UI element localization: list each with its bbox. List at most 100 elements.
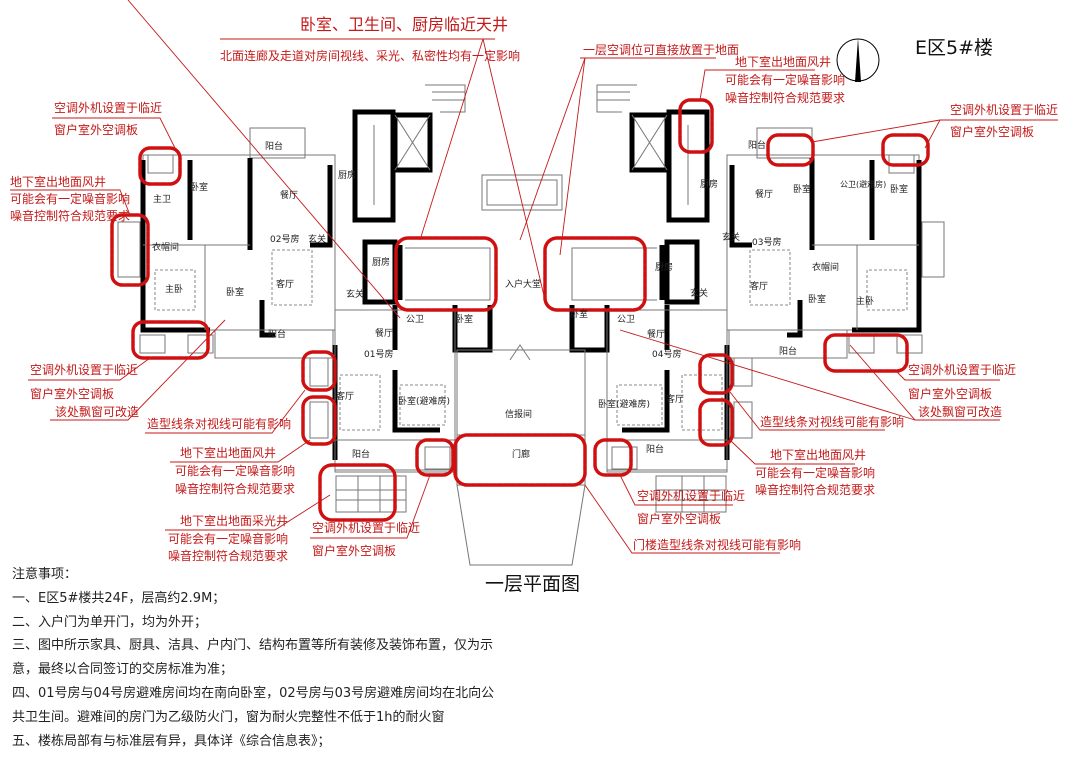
building-name: E区5#楼 [915, 37, 993, 59]
room-label: 阳台 [779, 345, 797, 357]
room-label: 餐厅 [375, 327, 393, 339]
leader-line [894, 369, 1000, 381]
revision-cloud [138, 146, 182, 186]
callout-left-wind-well: 地下室出地面风井 可能会有一定噪音影响 噪音控制符合规范要求 [10, 174, 130, 223]
callout-right-facade-line: 造型线条对视线可能有影响 [760, 414, 904, 429]
plan-title: 一层平面图 [485, 573, 580, 595]
room-label: 厨房 [655, 261, 673, 273]
callout-top-left-ac: 空调外机设置于临近 窗户室外空调板 [54, 101, 162, 137]
callout-text-line: 空调外机设置于临近 [312, 521, 420, 535]
callout-text-line: 可能会有一定噪音影响 [168, 531, 288, 546]
leader-line [28, 357, 151, 381]
room-label: 阳台 [268, 328, 286, 340]
callout-text-line: 窗户室外空调板 [54, 122, 138, 137]
leader-line [519, 57, 586, 241]
center-lobby [456, 174, 586, 566]
room-label: 主卧 [165, 283, 183, 295]
callout-top-right-ac: 空调外机设置于临近 窗户室外空调板 [950, 103, 1058, 139]
revision-cloud [678, 98, 714, 154]
leader-line [729, 439, 855, 465]
callout-center-right-ac: 空调外机设置于临近 窗户室外空调板 [637, 489, 745, 526]
callout-text-line: 五、楼栋局部有与标准层有异，具体详《综合信息表》； [12, 733, 331, 749]
elevator-shaft [392, 112, 433, 173]
leader-line [145, 389, 306, 434]
callout-text-line: 噪音控制符合规范要求 [755, 482, 875, 497]
room-label: 卧室 [190, 181, 208, 193]
leader-line [584, 484, 780, 554]
room-label: 阳台 [748, 139, 766, 151]
callout-text-line: 四、01号房与04号房避难房间均在南向卧室，02号房与03号房避难房间均在北向公 [12, 685, 494, 701]
room-label: 03号房 [752, 236, 781, 248]
plan-line [154, 269, 196, 311]
callout-light-well: 地下室出地面采光井 可能会有一定噪音影响 噪音控制符合规范要求 [168, 513, 288, 563]
revision-cloud [698, 353, 734, 395]
callout-text-line: 二、入户门为单开门，均为外开； [12, 614, 207, 630]
leader-line [310, 474, 431, 539]
plan-line [399, 384, 446, 426]
room-label: 信报间 [505, 408, 532, 420]
mailroom [456, 349, 586, 436]
room-label: 04号房 [652, 348, 681, 360]
leader-line [699, 69, 815, 101]
callout-right-lower-wind-well: 地下室出地面风井 可能会有一定噪音影响 噪音控制符合规范要求 [755, 447, 875, 497]
leader-line [170, 439, 311, 463]
callout-text-line: 地下室出地面风井 [735, 54, 831, 69]
room-label: 01号房 [364, 348, 393, 360]
callout-top-right-wind-well: 地下室出地面风井 可能会有一定噪音影响 噪音控制符合规范要求 [725, 54, 845, 105]
room-label: 卧室(避难房) [398, 395, 450, 407]
revision-cloud [301, 395, 337, 446]
bay-window-note: 该处飘窗可改造 [55, 405, 139, 419]
callout-text-line: 噪音控制符合规范要求 [168, 548, 288, 563]
revision-cloud [823, 333, 909, 373]
north-arrow-icon [836, 38, 880, 82]
ground-ac-note: 一层空调位可直接放置于地面 [583, 42, 739, 57]
notes-heading: 注意事项： [12, 566, 77, 582]
plan-line [481, 174, 563, 211]
room-label: 客厅 [336, 390, 354, 402]
revision-cloud [131, 320, 210, 360]
leader-line [619, 329, 916, 421]
room-label: 卧室 [890, 183, 908, 195]
plan-line [394, 114, 431, 171]
leader-line [52, 117, 176, 149]
main-issue-detail: 北面连廊及走道对房间视线、采光、私密性均有一定影响 [220, 48, 520, 63]
revision-cloud [453, 433, 587, 487]
callout-center-left-ac: 空调外机设置于临近 窗户室外空调板 [312, 521, 420, 558]
room-label: 厨房 [700, 178, 718, 190]
room-label: 02号房 [270, 233, 299, 245]
plan-line [339, 374, 381, 431]
callout-text-line: 窗户室外空调板 [637, 511, 721, 526]
revision-clouds [110, 98, 930, 522]
room-label: 阳台 [265, 140, 283, 152]
plan-line [509, 344, 531, 361]
plan-line [405, 247, 491, 301]
callout-text-line: 噪音控制符合规范要求 [725, 90, 845, 105]
room-label: 主卧 [856, 295, 874, 307]
room-label: 客厅 [666, 393, 684, 405]
leader-line [50, 319, 226, 421]
wall [392, 370, 440, 433]
callout-text-line: 意，最终以合同签订的交房标准为准； [12, 661, 233, 677]
plan-line [139, 334, 166, 354]
callout-text-line: 窗户室外空调板 [312, 543, 396, 558]
plan-line [147, 154, 174, 174]
notes-section: 注意事项： 一、E区5#楼共24F，层高约2.9M； 二、入户门为单开门，均为外… [12, 566, 494, 749]
room-label: 卧室 [793, 183, 811, 195]
plan-line [271, 249, 313, 306]
callout-text-line: 三、图中所示家具、厨具、洁具、户内门、结构布置等所有装修及装饰布置，仅为示 [12, 637, 493, 653]
room-label: 客厅 [750, 280, 768, 292]
room-label: 门廊 [512, 448, 530, 460]
plan-line [309, 357, 329, 387]
callout-text-line: 共卫生间。避难间的房门为乙级防火门，窗为耐火完整性不低于1h的耐火窗 [12, 709, 445, 725]
plan-line [187, 334, 214, 354]
revision-cloud [593, 438, 633, 477]
room-label: 公卫(避难房) [840, 179, 886, 189]
room-label: 玄关 [722, 231, 740, 243]
room-label: 卧室(避难房) [598, 398, 650, 410]
callout-left-lower-wind-well: 地下室出地面风井 可能会有一定噪音影响 噪音控制符合规范要求 [175, 445, 295, 496]
main-issue: 卧室、卫生间、厨房临近天井 [300, 15, 508, 34]
callout-text-line: 可能会有一定噪音影响 [10, 191, 130, 206]
room-label: 阳台 [352, 448, 370, 460]
revision-cloud [394, 236, 498, 312]
